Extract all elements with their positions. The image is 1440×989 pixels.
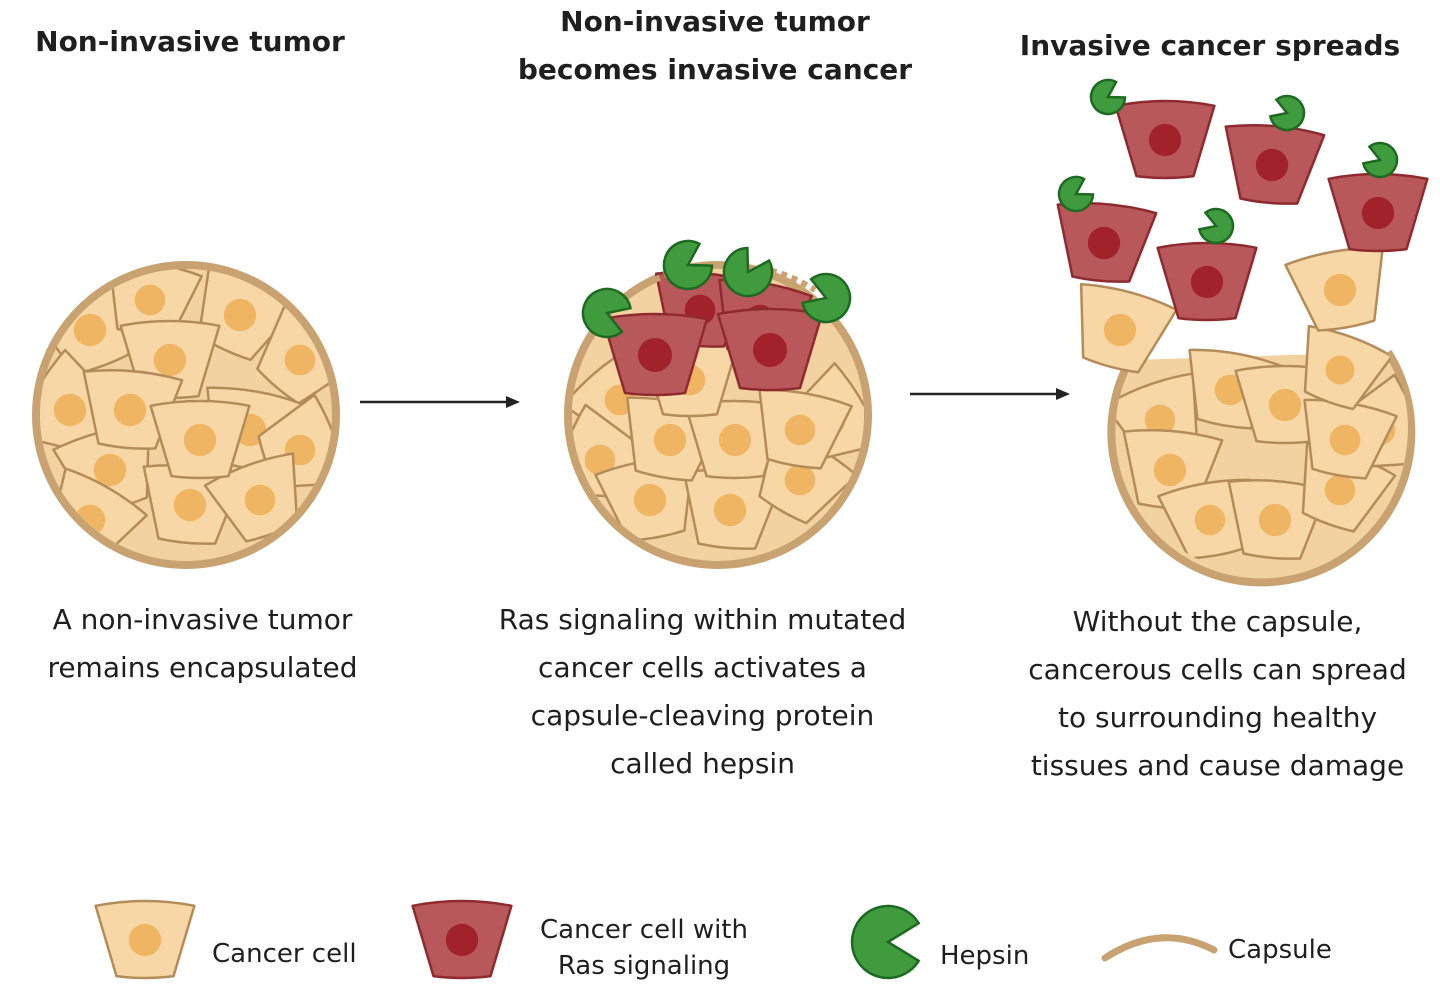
legend	[94, 899, 1218, 980]
legend-capsule-icon	[1101, 934, 1218, 962]
panel-3-hepsin	[1089, 78, 1127, 116]
panel-3-spreading-ras-cell	[1056, 201, 1158, 283]
panel-3-escaping-cancer-cell	[1284, 246, 1384, 332]
panel-2-cancer-cell	[758, 388, 853, 470]
panel-3-spreading-ras-cells	[1056, 78, 1429, 322]
arrow-2	[910, 388, 1070, 400]
panel-1-title: Non-invasive tumor	[10, 18, 370, 66]
panel-3-title: Invasive cancer spreads	[990, 22, 1430, 70]
panel-3-title-line: Invasive cancer spreads	[1019, 29, 1401, 62]
legend-capsule-label: Capsule	[1228, 935, 1332, 965]
panel-2-caption-line-1: Ras signaling within mutated	[498, 603, 907, 636]
panel-3-caption-line-1: Without the capsule,	[1072, 605, 1363, 638]
panel-2-tumor	[564, 239, 872, 569]
panel-3-tumor	[1056, 78, 1429, 587]
panel-2-hepsins	[581, 239, 852, 339]
legend-hepsin-label: Hepsin	[940, 941, 1030, 971]
panel-3-spreading-ras-cell	[1224, 123, 1326, 205]
panel-2-title: Non-invasive tumor becomes invasive canc…	[480, 0, 950, 94]
panel-1-caption-line-2: remains encapsulated	[47, 651, 358, 684]
legend-cancer-cell-shape	[94, 899, 196, 980]
panel-3-spreading-ras-cell	[1327, 172, 1429, 253]
panel-3-cancer-cell	[1303, 398, 1398, 480]
panel-1-tumor	[32, 261, 340, 569]
legend-hepsin-shape	[850, 904, 921, 980]
panel-3-caption-line-3: to surrounding healthy	[1057, 701, 1378, 734]
panel-3-caption-line-2: cancerous cells can spread	[1028, 653, 1407, 686]
panel-2-title-line-2: becomes invasive cancer	[517, 53, 913, 86]
legend-cancer-cell-label: Cancer cell	[212, 939, 357, 969]
legend-ras-cell-label-line-2: Ras signaling	[557, 951, 731, 981]
panel-1-caption: A non-invasive tumor remains encapsulate…	[10, 596, 395, 692]
panel-2-cell-cluster	[572, 341, 864, 550]
panel-2-caption: Ras signaling within mutated cancer cell…	[470, 596, 935, 788]
panel-1-cancer-cell	[149, 399, 251, 480]
legend-cancer-cell-icon	[94, 899, 196, 980]
legend-ras-cell-shape	[411, 899, 513, 980]
panel-2-caption-line-3: capsule-cleaving protein	[530, 699, 875, 732]
panel-3-hepsin	[1361, 141, 1399, 179]
panel-2-caption-line-2: cancer cells activates a	[538, 651, 867, 684]
panel-1-cell-cluster	[40, 269, 332, 561]
panel-3-caption: Without the capsule, cancerous cells can…	[995, 598, 1440, 790]
panel-2-hepsin	[801, 272, 852, 324]
panel-2-ras-cell	[601, 312, 709, 397]
legend-ras-cell-icon	[411, 899, 513, 980]
panel-2-hepsin	[722, 246, 774, 298]
panel-2-caption-line-4: called hepsin	[610, 747, 795, 780]
arrow-1	[360, 396, 520, 408]
panel-2-title-line-1: Non-invasive tumor	[560, 5, 870, 38]
panel-3-hepsin	[1197, 207, 1235, 245]
panel-3-hepsin	[1268, 94, 1306, 132]
panel-3-spreading-ras-cell	[1156, 241, 1258, 322]
panel-3-escaping-cells	[1079, 246, 1384, 374]
legend-hepsin-icon	[850, 904, 921, 980]
panel-3-spreading-ras-cell	[1114, 99, 1216, 180]
panel-3-cell-cluster	[1116, 324, 1408, 560]
panel-2-ras-cells	[601, 271, 824, 397]
panel-1-title-line: Non-invasive tumor	[35, 25, 345, 58]
panel-3-caption-line-4: tissues and cause damage	[1030, 749, 1405, 782]
panel-2-hepsin	[662, 239, 714, 291]
legend-ras-cell-label-line-1: Cancer cell with	[540, 915, 748, 945]
legend-ras-cell-label: Cancer cell with Ras signaling	[540, 912, 748, 984]
panel-2-hepsin	[581, 287, 632, 339]
panel-1-caption-line-1: A non-invasive tumor	[52, 603, 353, 636]
panel-3-cancer-cell	[1303, 324, 1394, 411]
panel-3-hepsin	[1057, 175, 1095, 213]
